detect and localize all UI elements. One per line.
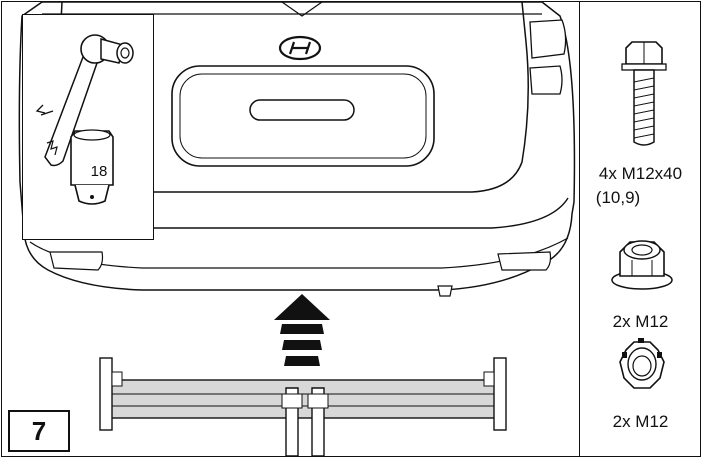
car-rear-drawing	[18, 2, 576, 456]
socket-size-label: 18	[90, 163, 108, 180]
hyundai-logo-icon	[278, 35, 322, 61]
tool-inset: 18	[22, 14, 154, 240]
step-number-box: 7	[8, 410, 70, 452]
tailgate-handle	[249, 99, 355, 121]
reflector-right	[497, 251, 552, 271]
tow-bar-crossbeam	[99, 357, 507, 431]
bolt-qty-label: 4x M12x40	[598, 164, 683, 183]
socket-icon	[70, 129, 114, 205]
assembly-illustration: 18 7	[2, 2, 578, 456]
hardware-panel: 4x M12x40 (10,9) 2x M12 2x M12	[579, 2, 701, 456]
lock-nut-icon	[619, 338, 665, 389]
bolt-icon	[621, 41, 667, 146]
reflector-left	[49, 251, 104, 271]
direction-arrow-icon	[274, 294, 330, 366]
lock-nut-qty-label: 2x M12	[612, 412, 669, 431]
tow-bar-arms	[281, 387, 329, 456]
bolt-grade-label: (10,9)	[595, 188, 641, 207]
step-number: 7	[31, 415, 47, 446]
flange-nut-qty-label: 2x M12	[612, 312, 669, 331]
ratchet-icon	[35, 34, 134, 167]
flange-nut-icon	[611, 240, 673, 290]
tail-light-right	[529, 19, 567, 59]
hardware-drawings	[611, 41, 673, 389]
